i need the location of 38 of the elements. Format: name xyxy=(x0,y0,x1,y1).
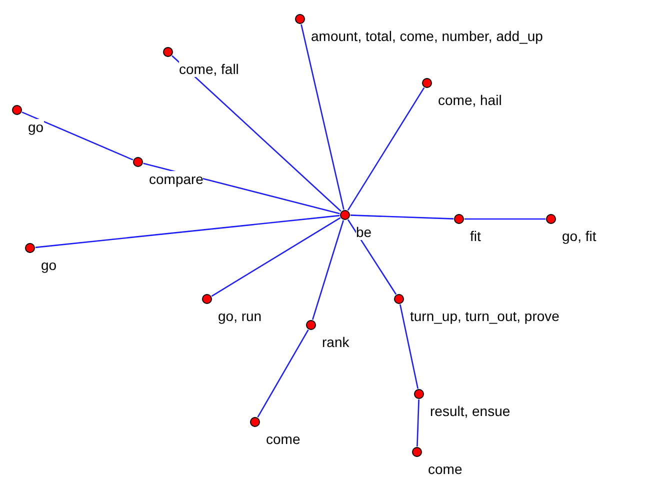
node-dot xyxy=(414,389,424,399)
connector-line xyxy=(416,399,420,447)
node-dot xyxy=(250,417,260,427)
connector-line xyxy=(257,329,309,418)
node-dot xyxy=(340,210,350,220)
connector-line xyxy=(312,220,344,320)
node-label: fit xyxy=(470,228,481,244)
node-dot xyxy=(422,78,432,88)
connector-line xyxy=(350,214,454,220)
node-label: go, fit xyxy=(562,228,596,244)
node-dot xyxy=(12,105,22,115)
connector-line xyxy=(172,55,342,212)
node-dot xyxy=(454,214,464,224)
node-dot xyxy=(133,157,143,167)
node-label: come, hail xyxy=(438,92,502,108)
node-label: amount, total, come, number, add_up xyxy=(311,28,543,44)
node-dot xyxy=(394,294,404,304)
connector-line xyxy=(347,219,397,295)
node-label: come, fall xyxy=(179,61,239,77)
connector-line xyxy=(22,112,134,160)
node-dot xyxy=(295,14,305,24)
node-dot xyxy=(25,243,35,253)
node-label: rank xyxy=(322,334,350,350)
node-dot xyxy=(306,320,316,330)
connector-line xyxy=(400,304,418,389)
connector-line xyxy=(300,24,344,210)
node-dot xyxy=(412,447,422,457)
node-label: be xyxy=(356,224,372,240)
connector-line xyxy=(464,218,546,220)
connector-line xyxy=(35,214,340,248)
node-dot xyxy=(163,47,173,57)
connector-line xyxy=(347,87,425,211)
node-label: go xyxy=(28,119,44,135)
node-dot xyxy=(546,214,556,224)
node-dot xyxy=(202,294,212,304)
node-label: result, ensue xyxy=(430,403,510,419)
node-label: compare xyxy=(149,171,204,187)
connector-line xyxy=(211,217,341,297)
